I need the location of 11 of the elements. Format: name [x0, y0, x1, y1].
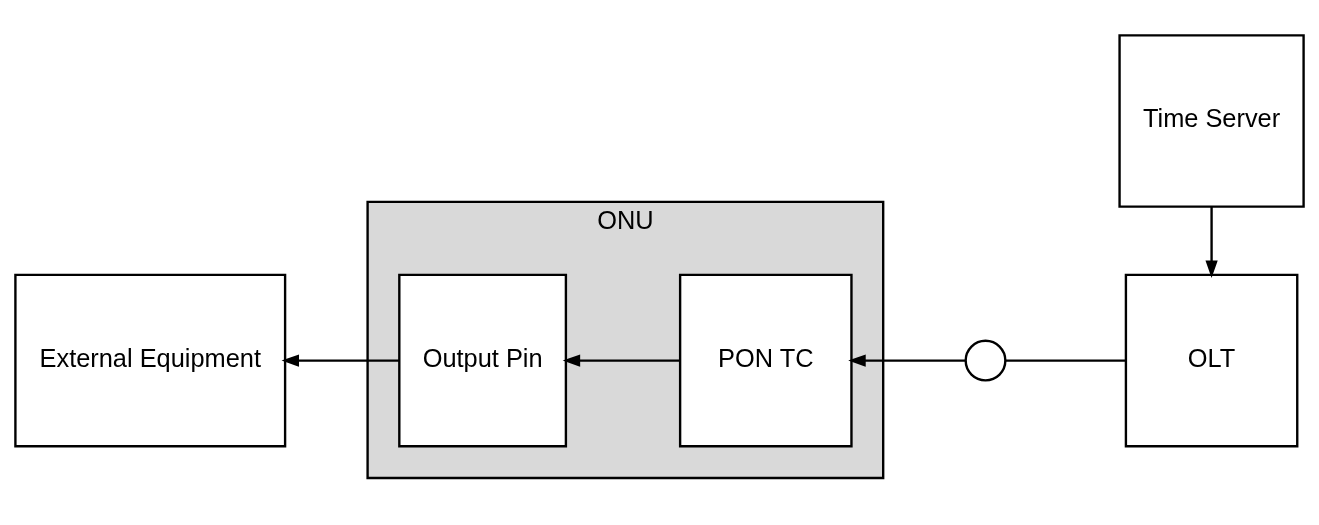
node-box: PON TC [678, 273, 853, 447]
connector [1005, 358, 1126, 362]
node-box: External Equipment [14, 273, 287, 447]
node-box: OLT [1124, 273, 1299, 447]
node-box: Time Server [1118, 33, 1305, 208]
arrow [1205, 206, 1218, 278]
arrow [562, 353, 680, 367]
node-circle [964, 339, 1007, 382]
arrow [848, 353, 966, 367]
arrow [281, 353, 400, 367]
node-box: Output Pin [398, 273, 568, 447]
